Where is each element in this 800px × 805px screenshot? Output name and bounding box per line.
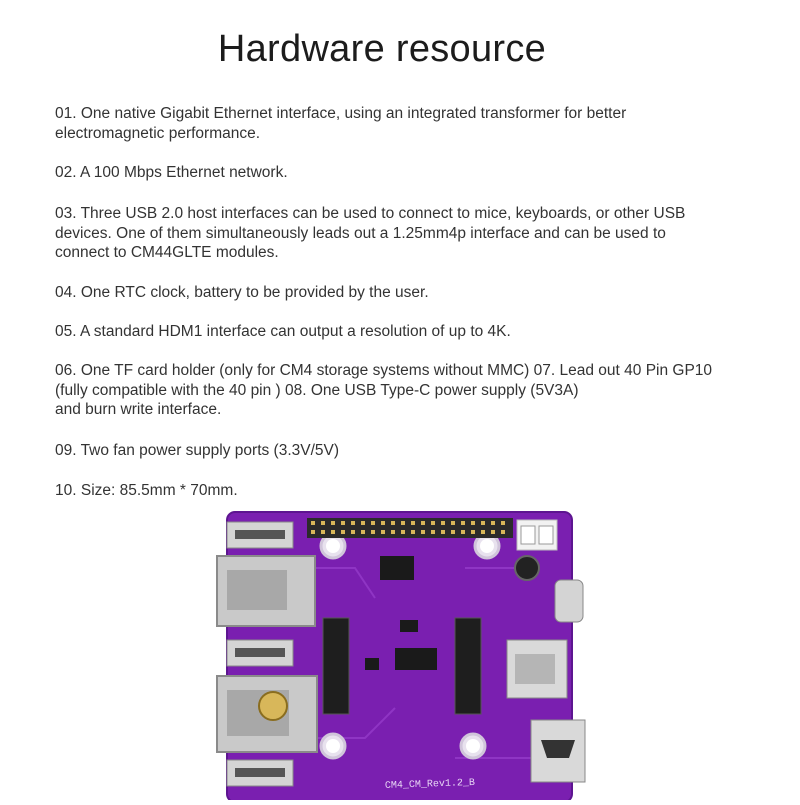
resource-item-10: 10. Size: 85.5mm * 70mm. (55, 482, 238, 499)
resource-item-06: 06. One TF card holder (only for CM4 sto… (55, 362, 713, 418)
page-title: Hardware resource (217, 28, 547, 70)
board-photo: CM4_CM_Rev1.2_B (215, 508, 590, 803)
resource-item-05: 05. A standard HDM1 interface can output… (55, 323, 511, 340)
board-silkscreen: CM4_CM_Rev1.2_B (385, 778, 475, 792)
pcb-board-illustration: CM4_CM_Rev1.2_B (216, 511, 586, 803)
fan-power-ports (516, 519, 558, 551)
resource-item-04: 04. One RTC clock, battery to be provide… (55, 284, 429, 301)
capacitor (514, 555, 540, 581)
ics (365, 556, 437, 670)
resource-item-03: 03. Three USB 2.0 host interfaces can be… (55, 205, 686, 261)
ethernet-jacks (216, 555, 318, 753)
resource-item-09: 09. Two fan power supply ports (3.3V/5V) (55, 442, 340, 459)
cm4-connectors (322, 617, 482, 715)
gpio-40pin-header (307, 518, 513, 538)
usb-ports (226, 521, 294, 787)
mounting-holes (319, 532, 501, 760)
resource-item-02: 02. A 100 Mbps Ethernet network. (55, 164, 288, 181)
usb-c-port (554, 579, 584, 623)
resource-item-01: 01. One native Gigabit Ethernet interfac… (55, 105, 627, 142)
